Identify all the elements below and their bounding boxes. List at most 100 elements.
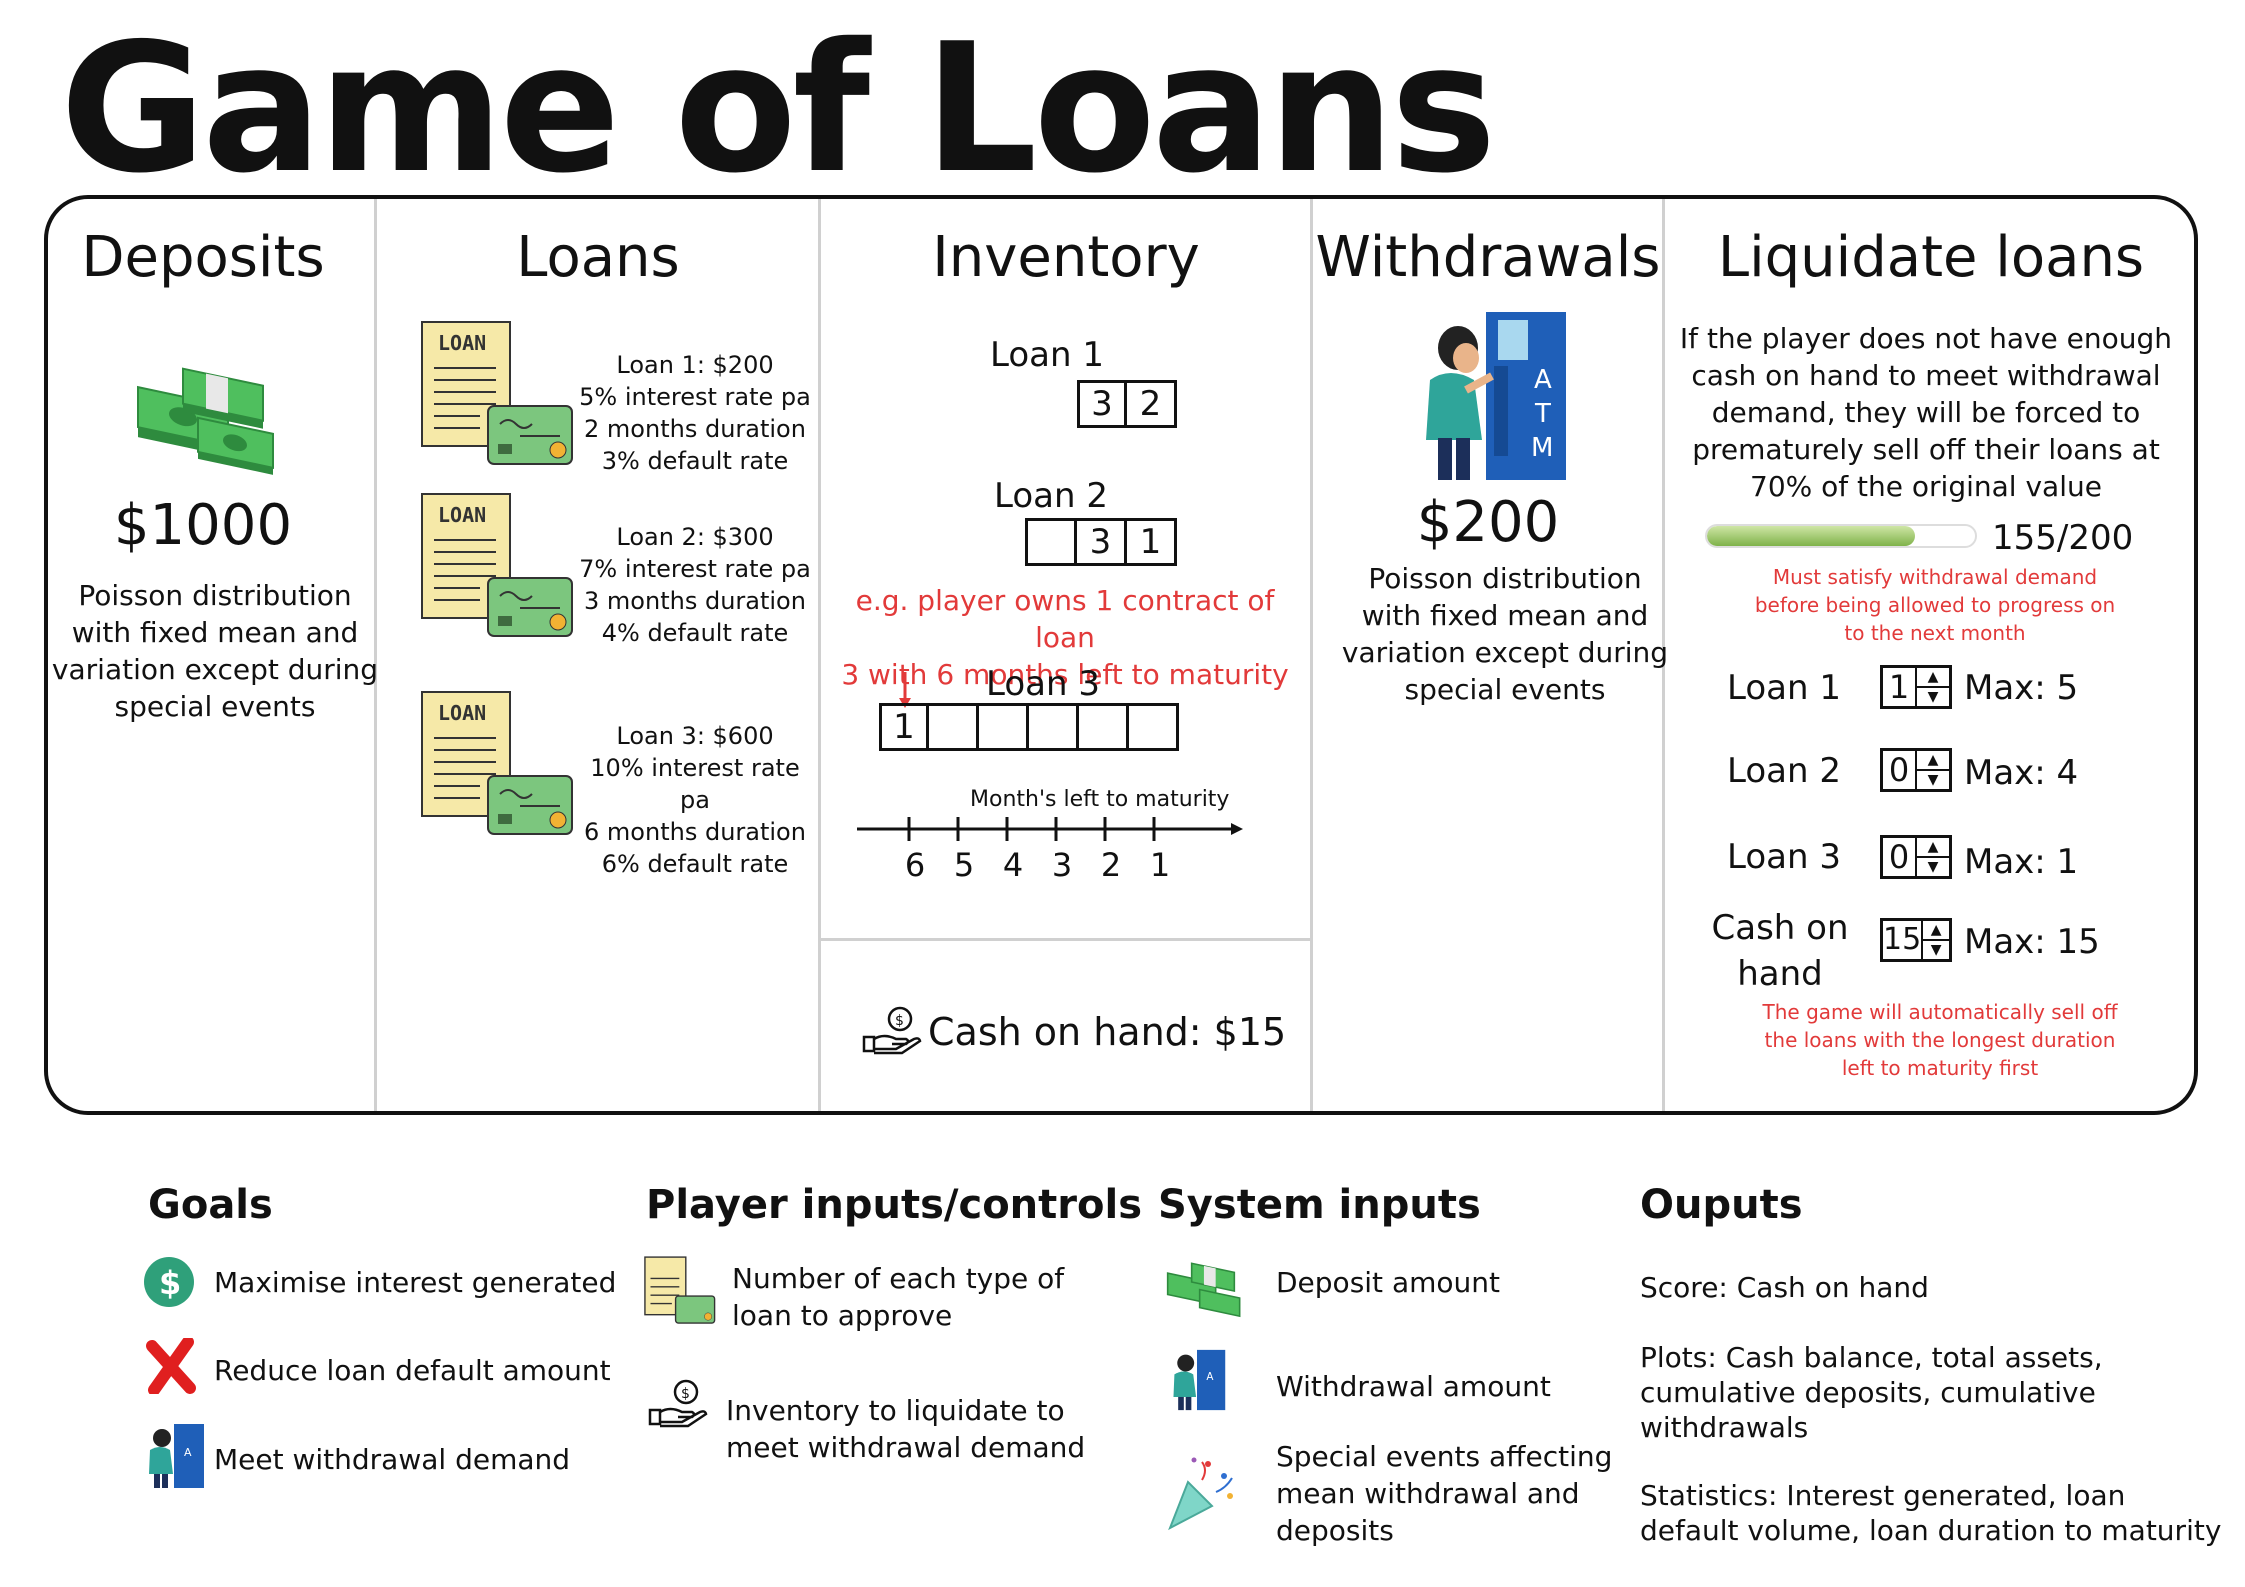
loan-document-icon: LOAN — [421, 691, 573, 835]
maturity-axis — [857, 817, 1243, 841]
stepper-up-icon[interactable]: ▲ — [1917, 838, 1949, 858]
deposit-amount: $1000 — [113, 493, 293, 558]
axis-tick-label: 1 — [1149, 846, 1171, 884]
cash-quantity-stepper[interactable]: 15 ▲▼ — [1880, 918, 1952, 962]
atm-letter: A — [1534, 365, 1552, 395]
axis-tick-label: 4 — [1002, 846, 1024, 884]
inventory-loan-1-cells: 3 2 — [1077, 380, 1177, 428]
svg-text:A: A — [184, 1446, 192, 1459]
atm-letter: T — [1534, 399, 1551, 429]
divider — [374, 199, 377, 1111]
stepper-up-icon[interactable]: ▲ — [1917, 751, 1949, 771]
inventory-cell: 3 — [1077, 518, 1127, 566]
inventory-loan-2-cells: 3 1 — [1025, 518, 1177, 566]
output-item: Plots: Cash balance, total assets,cumula… — [1640, 1341, 2103, 1444]
goal-item: Maximise interest generated — [214, 1266, 617, 1299]
cash-hand-icon: $ — [648, 1379, 708, 1428]
money-stack-icon — [1166, 1262, 1241, 1318]
svg-text:$: $ — [895, 1013, 904, 1029]
divider — [818, 199, 821, 1111]
liquidate-loan-3-label: Loan 3 — [1727, 837, 1841, 877]
outputs-heading: Ouputs — [1640, 1182, 1803, 1228]
loan-icon-text: LOAN — [438, 701, 486, 725]
system-input-item: Withdrawal amount — [1276, 1370, 1551, 1403]
inventory-cell: 3 — [1077, 380, 1127, 428]
stepper-value[interactable]: 0 — [1888, 838, 1910, 876]
cash-hand-icon: $ — [862, 1006, 922, 1055]
stepper-value[interactable]: 15 — [1883, 922, 1922, 957]
inventory-cell — [1129, 703, 1179, 751]
liquidate-heading: Liquidate loans — [1717, 225, 2145, 290]
maturity-axis-label: Month's left to maturity — [970, 787, 1230, 812]
svg-text:A: A — [1206, 1371, 1213, 1383]
axis-tick-label: 2 — [1100, 846, 1122, 884]
loan-3-quantity-stepper[interactable]: 0 ▲▼ — [1880, 835, 1952, 879]
inventory-cell — [1079, 703, 1129, 751]
cash-max: Max: 15 — [1964, 922, 2100, 962]
divider — [1662, 199, 1665, 1111]
stepper-down-icon[interactable]: ▼ — [1930, 942, 1942, 958]
cash-on-hand: Cash on hand: $15 — [928, 1010, 1287, 1054]
loan-icon-text: LOAN — [438, 331, 486, 355]
stepper-value[interactable]: 0 — [1888, 751, 1910, 789]
stepper-down-icon[interactable]: ▼ — [1927, 772, 1939, 788]
inventory-cell — [1025, 518, 1077, 566]
inventory-loan-3-cells: 1 — [879, 703, 1179, 751]
inventory-cell: 1 — [1127, 518, 1177, 566]
loan-1-quantity-stepper[interactable]: 1 ▲▼ — [1880, 665, 1952, 709]
loan-1-max: Max: 5 — [1964, 668, 2079, 708]
stepper-down-icon[interactable]: ▼ — [1927, 689, 1939, 705]
page-title: Game of Loans — [60, 5, 1497, 212]
loans-heading: Loans — [516, 225, 680, 290]
atm-person-icon: A — [1173, 1349, 1226, 1411]
liquidate-loan-2-label: Loan 2 — [1727, 751, 1841, 791]
inventory-cell — [929, 703, 979, 751]
liquidate-loan-1-label: Loan 1 — [1727, 668, 1841, 708]
withdrawal-amount: $200 — [1416, 490, 1560, 555]
loan-3-max: Max: 1 — [1964, 842, 2079, 882]
stepper-up-icon[interactable]: ▲ — [1923, 921, 1949, 941]
axis-tick-label: 3 — [1051, 846, 1073, 884]
deposits-heading: Deposits — [81, 225, 325, 290]
inventory-loan-3-label: Loan 3 — [986, 664, 1100, 704]
loan-2-quantity-stepper[interactable]: 0 ▲▼ — [1880, 748, 1952, 792]
svg-text:$: $ — [159, 1264, 181, 1302]
output-item: Score: Cash on hand — [1640, 1271, 1929, 1304]
withdrawal-progress-bar — [1705, 524, 1977, 548]
svg-text:$: $ — [681, 1386, 690, 1402]
axis-tick-label: 6 — [904, 846, 926, 884]
money-stack-icon — [137, 367, 274, 475]
inventory-heading: Inventory — [932, 225, 1200, 290]
stepper-down-icon[interactable]: ▼ — [1927, 859, 1939, 875]
dollar-coin-icon: $ — [144, 1257, 194, 1307]
loan-document-icon: LOAN — [421, 493, 573, 637]
stepper-value[interactable]: 1 — [1888, 668, 1910, 706]
stepper-up-icon[interactable]: ▲ — [1917, 668, 1949, 688]
loan-2-max: Max: 4 — [1964, 753, 2079, 793]
axis-tick-label: 5 — [953, 846, 975, 884]
loan-document-icon: LOAN — [421, 321, 573, 465]
red-cross-icon — [146, 1338, 196, 1394]
goals-heading: Goals — [148, 1182, 273, 1228]
inventory-cell: 1 — [879, 703, 929, 751]
atm-person-icon: A — [149, 1424, 204, 1488]
loan-icon-text: LOAN — [438, 503, 486, 527]
inventory-loan-2-label: Loan 2 — [994, 476, 1108, 516]
player-inputs-heading: Player inputs/controls — [646, 1182, 1142, 1228]
goal-item: Meet withdrawal demand — [214, 1443, 571, 1476]
withdrawals-heading: Withdrawals — [1315, 225, 1661, 290]
goal-item: Reduce loan default amount — [214, 1354, 611, 1387]
